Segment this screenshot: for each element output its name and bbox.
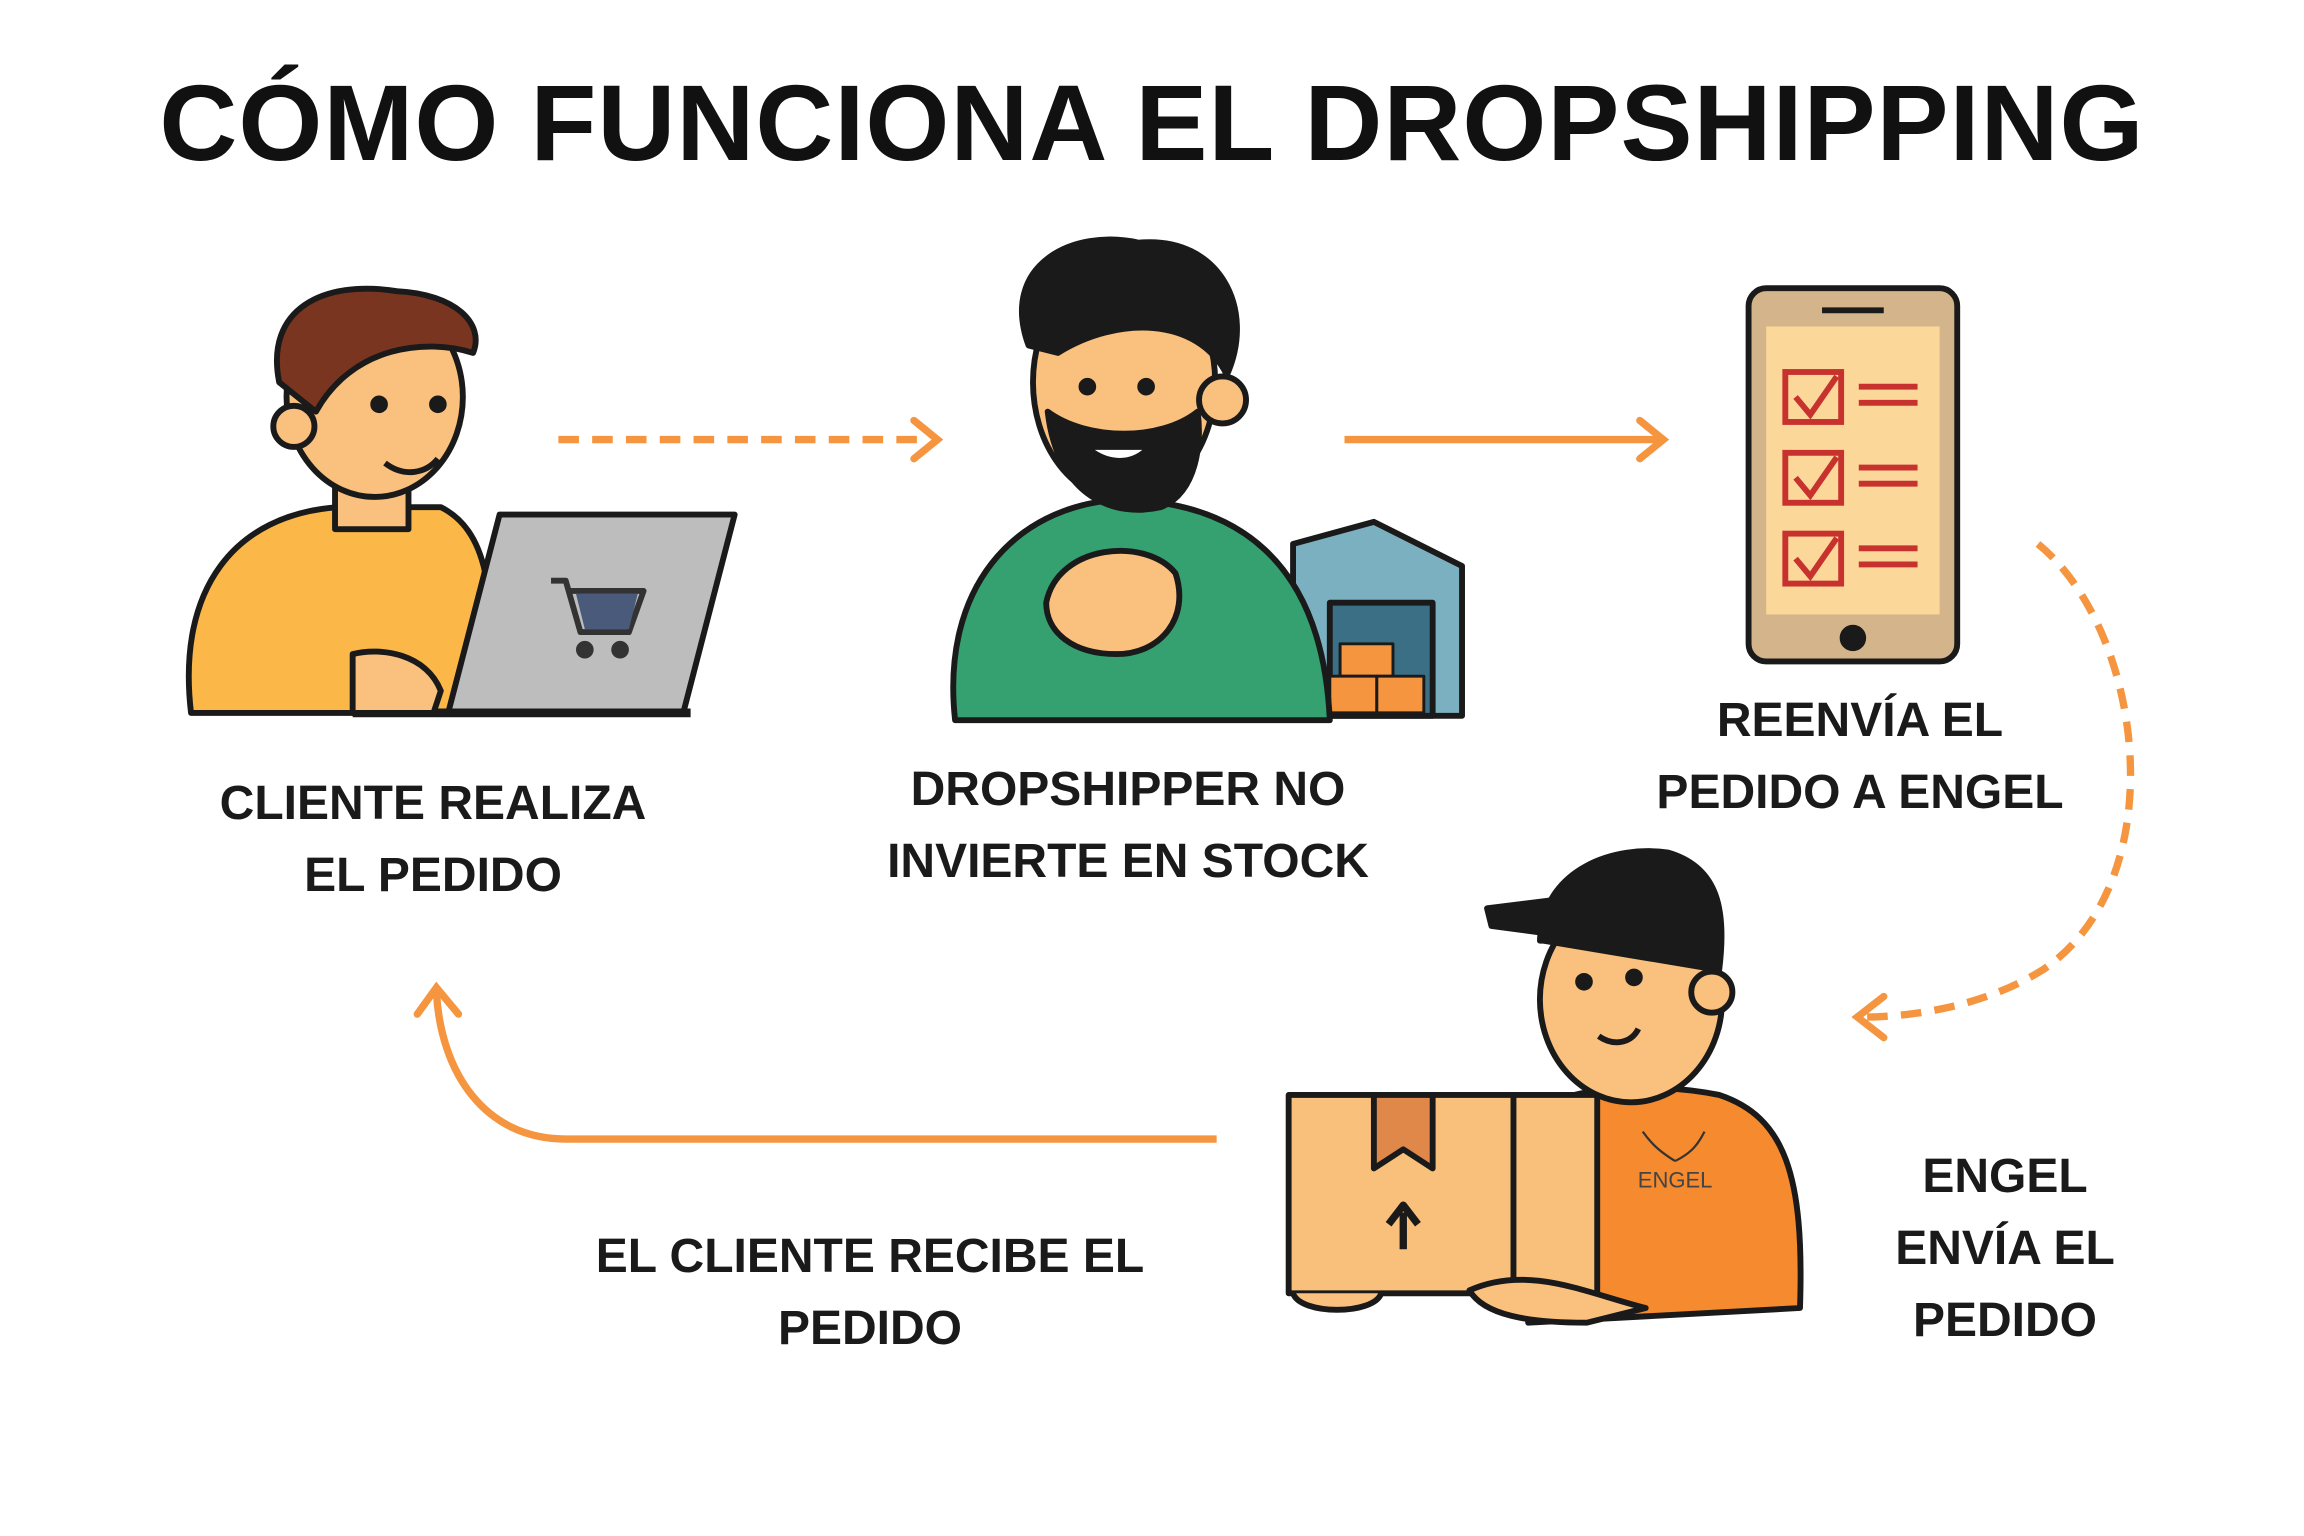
engel-logo: ENGEL [1638, 1131, 1713, 1193]
svg-text:ENGEL: ENGEL [1638, 1168, 1713, 1193]
label-line: EL CLIENTE RECIBE EL [595, 1230, 1145, 1283]
customer-illustration [185, 285, 738, 718]
step-label-forward-order: REENVÍA EL PEDIDO A ENGEL [1510, 685, 2210, 829]
label-line: ENVÍA EL [1895, 1222, 2115, 1275]
label-line: EL PEDIDO [304, 849, 562, 902]
step-label-customer-orders: CLIENTE REALIZA EL PEDIDO [83, 768, 783, 912]
label-line: DROPSHIPPER NO [910, 763, 1346, 816]
label-line: PEDIDO A ENGEL [1656, 766, 2064, 819]
label-line: PEDIDO [777, 1302, 963, 1355]
page-title: CÓMO FUNCIONA EL DROPSHIPPING [159, 62, 2145, 183]
courier-illustration [1285, 848, 1804, 1326]
label-line: PEDIDO [1912, 1294, 2098, 1347]
arrow-dropshipper-to-phone [1344, 416, 1670, 463]
step-label-customer-receives: EL CLIENTE RECIBE EL PEDIDO [520, 1221, 1220, 1365]
label-line: INVIERTE EN STOCK [887, 835, 1369, 888]
label-line: REENVÍA EL [1716, 694, 2004, 747]
step-label-dropshipper: DROPSHIPPER NO INVIERTE EN STOCK [778, 754, 1478, 898]
step-label-engel-ships: ENGEL ENVÍA EL PEDIDO [1655, 1141, 2304, 1357]
arrow-courier-to-customer [413, 981, 1217, 1143]
label-line: ENGEL [1922, 1150, 2088, 1203]
phone-checklist-illustration [1745, 285, 1961, 665]
arrow-phone-to-courier [1851, 541, 2135, 1042]
shopping-cart-icon [551, 577, 647, 659]
label-line: CLIENTE REALIZA [219, 777, 647, 830]
arrow-customer-to-dropshipper [558, 416, 944, 463]
dropshipper-illustration [950, 236, 1465, 724]
